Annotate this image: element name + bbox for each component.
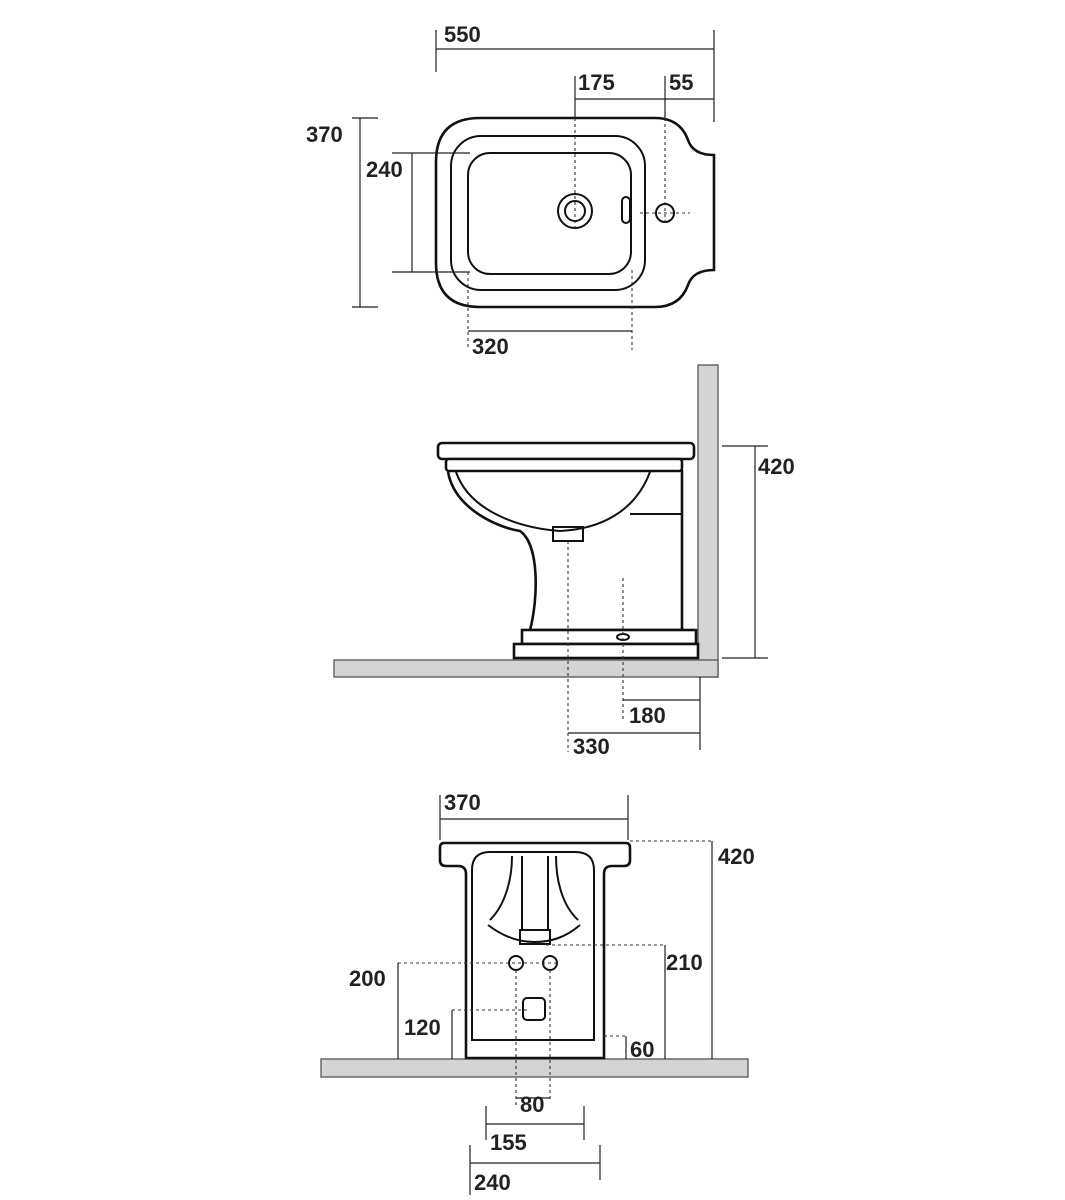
dim-supply-height: 200: [349, 966, 386, 991]
dim-fixing-from-wall: 180: [629, 703, 666, 728]
dim-bowl-depth: 240: [366, 157, 403, 182]
dim-supply-spacing: 80: [520, 1092, 544, 1117]
dim-tap-offset: 175: [578, 70, 615, 95]
dim-waste-from-wall: 330: [573, 734, 610, 759]
front-view-inner: [471, 851, 595, 1041]
top-view-rim: [450, 135, 646, 291]
dim-waste-outlet-height: 210: [666, 950, 703, 975]
dim-side-height: 420: [758, 454, 795, 479]
dim-front-width: 370: [444, 790, 481, 815]
dim-fixing-spacing: 155: [490, 1130, 527, 1155]
top-view-outline: [434, 116, 716, 309]
top-view: 550 175 55 370 240 320: [306, 22, 716, 359]
dim-waste-height: 120: [404, 1015, 441, 1040]
front-floor: [320, 1058, 749, 1078]
side-view-rim: [436, 441, 696, 461]
dim-top-depth: 370: [306, 122, 343, 147]
dim-top-width: 550: [444, 22, 481, 47]
dim-front-height: 420: [718, 844, 755, 869]
front-view-rim: [438, 841, 632, 1060]
front-waste-connector-icon: [519, 929, 551, 945]
front-view: 370 420 210 200 120 60 80 155 240: [320, 790, 755, 1195]
side-view: 420 180 330: [333, 364, 795, 759]
overflow-slot-icon: [621, 196, 631, 224]
side-view-plinth-base: [512, 642, 700, 660]
side-view-bowl-curve: [455, 471, 651, 533]
side-view-rim-lower: [444, 457, 684, 473]
side-view-plinth-top: [520, 628, 698, 646]
dim-rear-offset: 55: [669, 70, 693, 95]
wall: [697, 364, 719, 678]
top-view-bowl: [467, 152, 632, 275]
dim-base-width: 240: [474, 1170, 511, 1195]
front-waste-icon: [522, 997, 546, 1021]
floor: [333, 659, 719, 678]
side-view-body: [446, 470, 684, 632]
dim-base-height: 60: [630, 1037, 654, 1062]
dim-bowl-width: 320: [472, 334, 509, 359]
